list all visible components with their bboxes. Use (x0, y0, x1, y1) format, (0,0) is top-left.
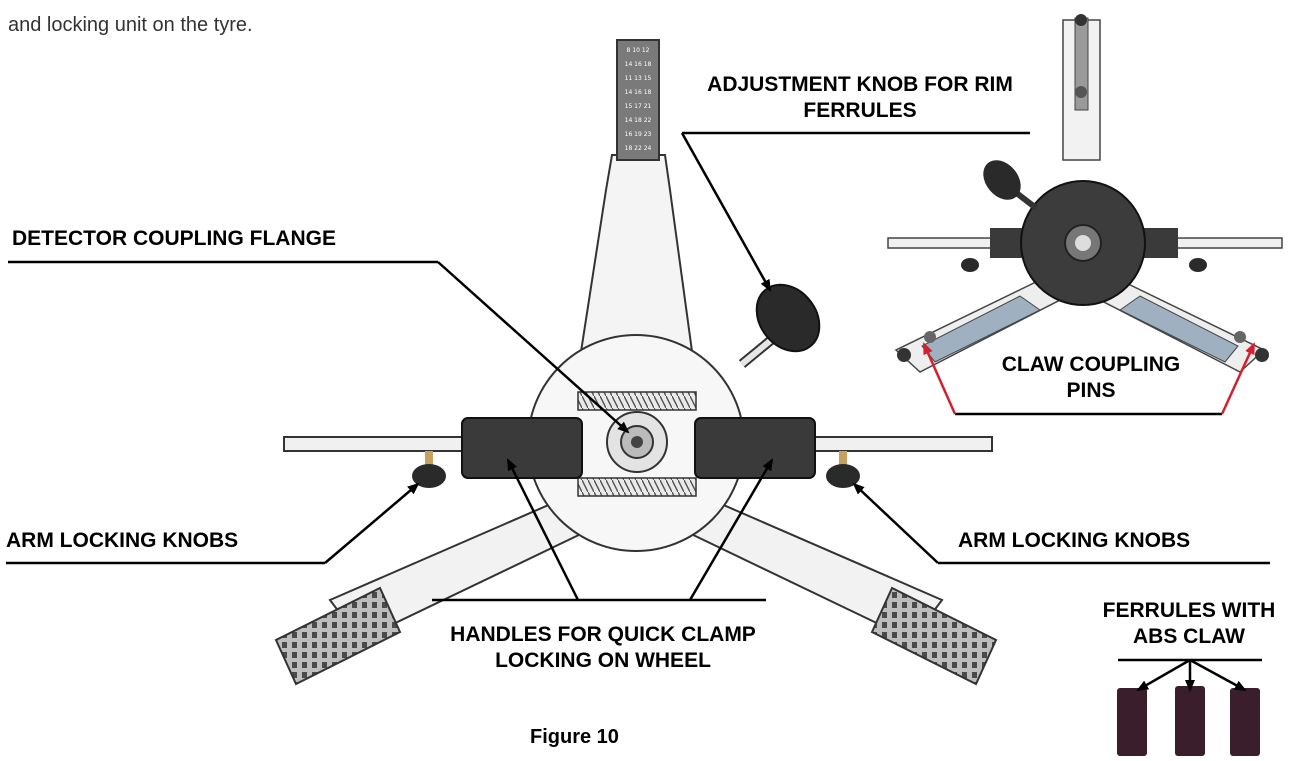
ferrules-label-line2: ABS CLAW (1133, 625, 1245, 648)
leader-lines (6, 131, 1270, 692)
rim-ferrule-adjustment-knob (738, 283, 821, 368)
scale-mark: 14 16 18 (625, 61, 652, 68)
right-arm-locking-knob (826, 451, 860, 488)
right-rod (809, 436, 993, 452)
claw-coupling-pins-label-line2: PINS (1066, 379, 1116, 402)
abs-claw-ferrules (1117, 686, 1260, 756)
arm-locking-knobs-right-label: ARM LOCKING KNOBS (958, 529, 1191, 552)
handles-label-line2: LOCKING ON WHEEL (495, 649, 711, 672)
arm-locking-knobs-left-label: ARM LOCKING KNOBS (6, 529, 239, 552)
scale-mark: 14 18 22 (625, 117, 652, 124)
detector-flange-label: DETECTOR COUPLING FLANGE (12, 227, 336, 250)
adjustment-knob-label-line2: FERRULES (803, 99, 917, 122)
upper-spring (577, 391, 697, 411)
left-clamp-handle (461, 417, 583, 479)
scale-mark: 16 19 23 (625, 131, 652, 138)
upper-arm-scale: 8 10 12 14 16 18 11 13 15 14 16 18 15 17 21 1… (625, 47, 652, 152)
ferrules-label: FERRULES WITH ABS CLAW (1094, 598, 1284, 650)
left-arm-locking-knob (412, 451, 446, 488)
lower-spring (577, 477, 697, 497)
scale-mark: 15 17 21 (625, 103, 652, 110)
side-view-clamp (887, 14, 1283, 373)
right-clamp-handle (694, 417, 816, 479)
figure-caption: Figure 10 (530, 726, 619, 748)
scale-mark: 11 13 15 (625, 75, 652, 82)
claw-pin-arrows (922, 342, 1256, 416)
adjustment-knob-label: ADJUSTMENT KNOB FOR RIM FERRULES (680, 72, 1040, 124)
claw-coupling-pins-label-line1: CLAW COUPLING (1001, 353, 1181, 376)
handles-label: HANDLES FOR QUICK CLAMP LOCKING ON WHEEL (438, 622, 768, 674)
scale-mark: 8 10 12 (627, 47, 650, 54)
handles-label-line1: HANDLES FOR QUICK CLAMP (450, 623, 756, 646)
claw-coupling-pins-label: CLAW COUPLING PINS (966, 352, 1216, 404)
scale-mark: 14 16 18 (625, 89, 652, 96)
scale-mark: 18 22 24 (625, 145, 652, 152)
main-clamp: 8 10 12 14 16 18 11 13 15 14 16 18 15 17 21 1… (274, 39, 998, 686)
left-rod (283, 436, 465, 452)
adjustment-knob-label-line1: ADJUSTMENT KNOB FOR RIM (707, 73, 1013, 96)
ferrules-label-line1: FERRULES WITH (1102, 599, 1276, 622)
intro-text: and locking unit on the tyre. (8, 14, 253, 36)
